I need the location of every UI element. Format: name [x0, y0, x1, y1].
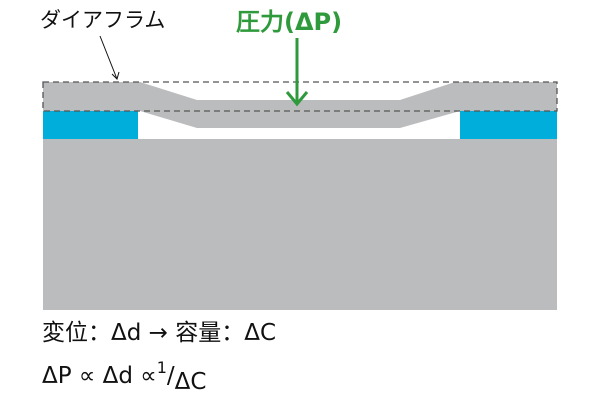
electrode-right — [460, 111, 557, 139]
diaphragm-label: ダイアフラム — [40, 8, 166, 32]
pressure-arrow — [285, 38, 309, 107]
pressure-label: 圧力(ΔP) — [236, 8, 343, 36]
equation-lhs: ΔP ∝ Δd ∝ — [42, 363, 157, 389]
fraction-numerator: 1 — [156, 358, 167, 377]
displacement-capacitance-text: 変位：Δd → 容量：ΔC — [42, 320, 277, 346]
electrode-left — [43, 111, 138, 139]
diaphragm-pointer-arrow — [99, 35, 120, 80]
proportionality-equation: ΔP ∝ Δd ∝1/ΔC — [42, 358, 206, 395]
fraction-slash: / — [166, 363, 175, 389]
diaphragm — [43, 82, 557, 128]
original-diaphragm-outline — [42, 81, 558, 112]
substrate — [43, 139, 557, 310]
fraction-denominator: ΔC — [174, 369, 207, 395]
